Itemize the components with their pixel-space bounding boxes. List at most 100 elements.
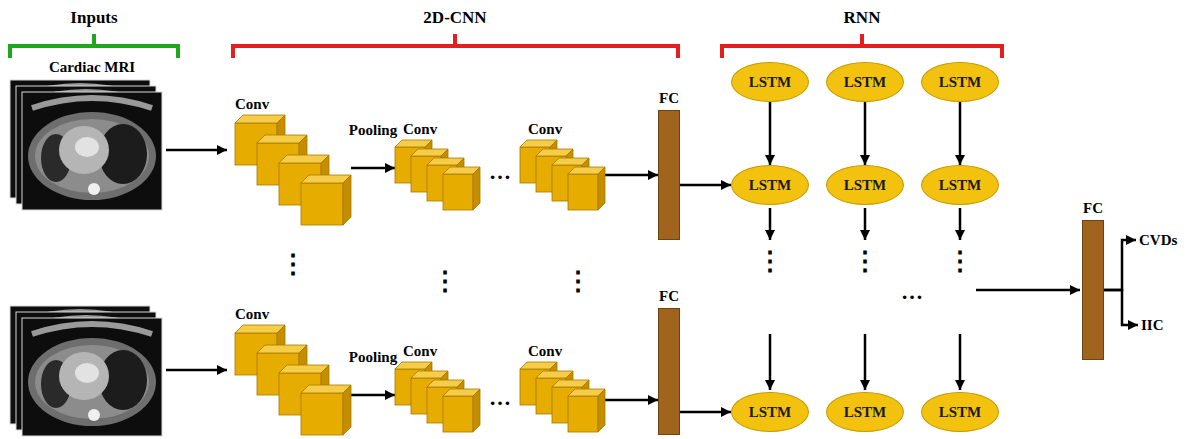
conv-cubes: [395, 362, 480, 432]
conv-cubes: [395, 140, 480, 210]
cube-top: [279, 155, 329, 163]
edge-label: Pooling: [349, 349, 397, 366]
node-label: FC: [659, 288, 679, 304]
feature-map-cube: [568, 389, 605, 432]
node-label: LSTM: [939, 177, 982, 193]
node-label: Conv: [528, 121, 562, 137]
ellipsis-mark: ⋮: [432, 268, 458, 297]
cnn-bracket: [233, 34, 678, 58]
flow-arrow: [351, 394, 395, 397]
lstm-cell: LSTM: [826, 165, 904, 205]
flow-arrow: [959, 102, 962, 165]
rnn-bracket: [722, 34, 1002, 58]
lstm-cell: LSTM: [731, 392, 809, 432]
ellipsis-mark: …: [489, 386, 511, 410]
input-caption: Cardiac MRI: [49, 59, 135, 76]
node-label: Conv: [235, 306, 269, 322]
flow-arrow: [605, 174, 658, 177]
node-label: LSTM: [844, 177, 887, 193]
feature-map-cube: [301, 385, 351, 435]
cube-side: [473, 389, 480, 432]
feature-map-cube: [568, 167, 605, 210]
node-label: FC: [1083, 200, 1103, 216]
lstm-cell: LSTM: [731, 62, 809, 102]
ellipsis-mark: …: [489, 160, 511, 184]
mri-input: [10, 306, 162, 436]
ellipsis-mark: …: [901, 280, 923, 304]
conv-cubes: [235, 325, 351, 435]
input-arrow: [166, 149, 227, 152]
conv-block: Conv: [395, 362, 480, 432]
cube-front: [568, 396, 598, 432]
brackets: [10, 34, 1002, 58]
cube-side: [343, 385, 351, 435]
flow-arrow: [605, 399, 658, 402]
node-label: LSTM: [749, 177, 792, 193]
node-label: FC: [659, 90, 679, 106]
conv-block: Conv: [235, 115, 351, 225]
node-label: LSTM: [749, 404, 792, 420]
ellipsis-mark: ⋮: [757, 248, 783, 277]
feature-map-cube: [443, 389, 480, 432]
node-label: LSTM: [749, 74, 792, 90]
lstm-arrow: [769, 334, 772, 390]
fc-layer: FC: [658, 110, 680, 240]
node-label: Conv: [235, 96, 269, 112]
feature-map-cube: [443, 167, 480, 210]
flow-arrow: [1104, 290, 1138, 325]
cube-top: [235, 115, 285, 123]
node-label: CVDs: [1139, 232, 1177, 248]
ellipsis-mark: ⋮: [280, 251, 306, 280]
section-heading: 2D-CNN: [423, 9, 486, 28]
node-label: Conv: [528, 343, 562, 359]
cube-front: [301, 183, 343, 225]
output-node: IIC: [1140, 316, 1165, 334]
mri-input: [10, 80, 162, 210]
lstm-arrow: [959, 208, 962, 240]
section-heading: Inputs: [70, 9, 117, 28]
cube-top: [235, 325, 285, 333]
flow-arrow: [351, 167, 395, 170]
conv-block: Conv: [395, 140, 480, 210]
edge-label: Pooling: [349, 122, 397, 139]
ellipsis-mark: ⋮: [852, 248, 878, 277]
fc-layer: FC: [1082, 220, 1104, 360]
lstm-cell: LSTM: [826, 62, 904, 102]
cube-front: [568, 174, 598, 210]
cube-top: [257, 135, 307, 143]
inputs-bracket: [10, 34, 178, 58]
node-label: LSTM: [844, 74, 887, 90]
lstm-cell: LSTM: [826, 392, 904, 432]
cube-top: [279, 365, 329, 373]
lstm-cell: LSTM: [731, 165, 809, 205]
cube-front: [443, 396, 473, 432]
cube-side: [598, 389, 605, 432]
fc-layer: FC: [658, 308, 680, 435]
feature-map-cube: [301, 175, 351, 225]
node-label: LSTM: [939, 404, 982, 420]
input-arrow: [166, 369, 227, 372]
cube-front: [301, 393, 343, 435]
cube-top: [301, 175, 351, 183]
flow-arrow: [769, 102, 772, 165]
conv-block: Conv: [520, 140, 605, 210]
cube-top: [301, 385, 351, 393]
lstm-cell: LSTM: [921, 165, 999, 205]
node-label: IIC: [1141, 317, 1164, 333]
output-node: CVDs: [1138, 231, 1178, 249]
conv-cubes: [235, 115, 351, 225]
conv-cubes: [520, 362, 605, 432]
node-label: LSTM: [939, 74, 982, 90]
ellipsis-mark: ⋮: [947, 248, 973, 277]
lstm-arrow: [864, 208, 867, 240]
cube-front: [443, 174, 473, 210]
conv-block: Conv: [520, 362, 605, 432]
node-label: Conv: [403, 343, 437, 359]
lstm-cell: LSTM: [921, 62, 999, 102]
lstm-arrow: [959, 334, 962, 390]
rnn-output-arrow: [976, 289, 1080, 292]
flow-arrow: [864, 102, 867, 165]
